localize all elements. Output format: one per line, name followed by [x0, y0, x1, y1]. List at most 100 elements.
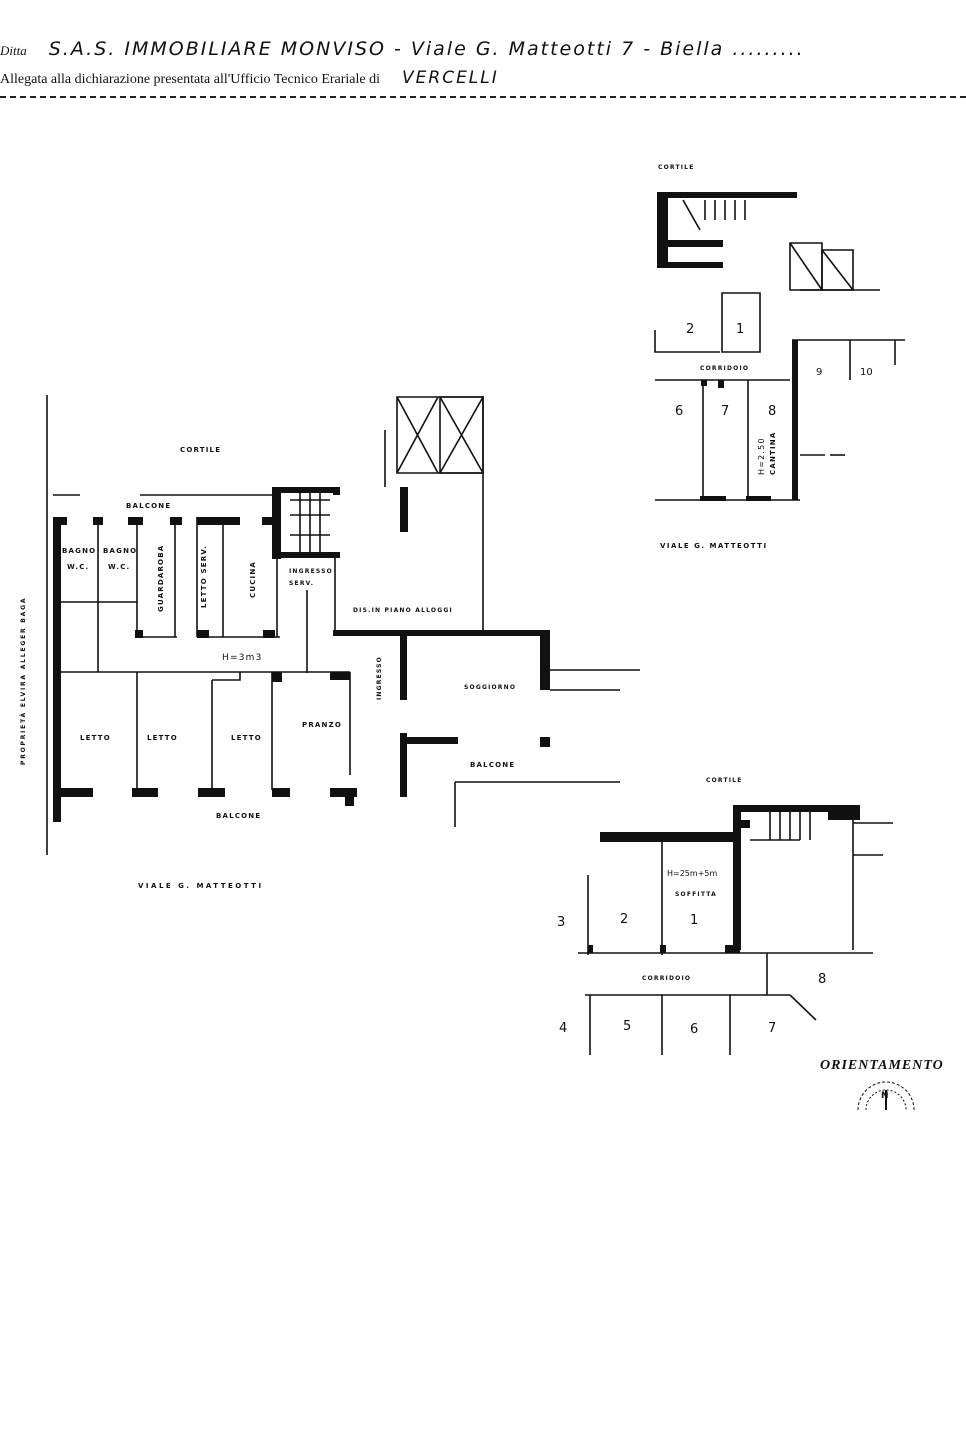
label-dining: PRANZO — [302, 721, 342, 729]
wall — [272, 788, 290, 797]
wall — [657, 192, 797, 198]
attic-room-2-label: 2 — [620, 912, 628, 927]
wall — [198, 788, 225, 797]
wall — [272, 552, 340, 558]
cellar-room-10-label: 10 — [860, 367, 873, 378]
wall — [540, 737, 550, 747]
attic-room-5-label: 5 — [623, 1019, 631, 1034]
label-service-bedroom: LETTO SERV. — [200, 545, 208, 608]
wall — [400, 630, 407, 700]
wall — [733, 805, 853, 812]
wall — [53, 517, 61, 822]
label-bath2-wc: W.C. — [108, 563, 130, 571]
compass-north: N — [881, 1091, 889, 1101]
label-bed3: LETTO — [231, 734, 262, 742]
label-living: SOGGIORNO — [464, 684, 516, 691]
plan-line — [439, 396, 484, 474]
wall — [333, 487, 340, 495]
owner-prefix: Ditta — [0, 43, 27, 58]
attic-room-8-label: 8 — [818, 972, 826, 987]
wall — [792, 340, 798, 500]
walls — [53, 192, 860, 953]
wall — [828, 805, 860, 820]
attic-corridor: CORRIDOIO — [642, 975, 691, 982]
compass-icon: N — [857, 1081, 915, 1111]
wall — [700, 496, 726, 501]
label-bed1: LETTO — [80, 734, 111, 742]
plan-line — [682, 199, 746, 231]
wall — [400, 487, 408, 532]
attic-room-4-label: 4 — [559, 1021, 567, 1036]
attic-room-3-label: 3 — [557, 915, 565, 930]
attic-room-1-label: 1 — [690, 913, 698, 928]
declaration-line: Allegata alla dichiarazione presentata a… — [0, 68, 499, 88]
plan-line — [750, 812, 811, 841]
cellar-room-8-label: 8 — [768, 404, 776, 419]
plan-line — [136, 602, 177, 638]
label-street: VIALE G. MATTEOTTI — [138, 882, 264, 890]
wall — [330, 788, 357, 797]
label-bath1: BAGNO — [62, 547, 96, 555]
wall — [746, 496, 771, 501]
attic-room-7-label: 7 — [768, 1021, 776, 1036]
wall — [170, 517, 182, 525]
cellar-courtyard: CORTILE — [658, 164, 695, 171]
header-divider — [0, 96, 966, 98]
cellar-height: H=2.50 — [757, 437, 766, 475]
label-entrance: INGRESSO — [376, 656, 383, 700]
label-bath2: BAGNO — [103, 547, 137, 555]
label-landing: DIS.IN PIANO ALLOGGI — [353, 607, 453, 614]
cellar-room-2-label: 1 — [736, 322, 744, 337]
cellar-label: CANTINA — [769, 432, 777, 475]
label-service-entrance-sub: SERV. — [289, 580, 314, 587]
wall — [272, 672, 282, 682]
owner-line: Ditta S.A.S. IMMOBILIARE MONVISO - Viale … — [0, 38, 805, 60]
wall — [540, 630, 550, 690]
attic-height: H=25m+5m — [667, 869, 717, 878]
wall — [657, 192, 668, 268]
plan-line — [396, 396, 439, 474]
plan-line — [212, 672, 241, 681]
wall — [588, 945, 593, 953]
attic-courtyard: CORTILE — [706, 777, 743, 784]
declaration-text: Allegata alla dichiarazione presentata a… — [0, 72, 381, 87]
cellar-room-7-label: 7 — [721, 404, 729, 419]
label-bed2: LETTO — [147, 734, 178, 742]
office-city: VERCELLI — [402, 68, 499, 88]
plan-line — [789, 242, 823, 291]
wall — [725, 945, 740, 953]
attic-room-6-label: 6 — [690, 1022, 698, 1037]
wall — [53, 517, 67, 525]
wall — [718, 380, 724, 388]
label-neighbor: PROPRIETÀ ELVIRA ALLEGER BAGA — [20, 597, 27, 765]
wall — [197, 517, 240, 525]
cellar-room-6-label: 6 — [675, 404, 683, 419]
cellar-room-9-label: 9 — [816, 367, 822, 378]
label-balcony-right: BALCONE — [470, 761, 515, 769]
wall — [668, 240, 723, 247]
owner-name: S.A.S. IMMOBILIARE MONVISO - Viale G. Ma… — [48, 38, 805, 60]
plan-line — [299, 493, 321, 552]
wall — [345, 788, 354, 806]
wall — [660, 945, 666, 953]
attic-label: SOFFITTA — [675, 891, 717, 898]
label-service-entrance: INGRESSO — [289, 568, 333, 575]
wall — [128, 517, 143, 525]
label-kitchen: CUCINA — [249, 561, 257, 598]
wall — [262, 517, 277, 525]
label-wardrobe: GUARDAROBA — [157, 545, 165, 612]
wall — [197, 630, 209, 638]
wall — [701, 380, 707, 386]
plan-line — [789, 994, 817, 1021]
plan-line — [654, 330, 720, 353]
wall — [400, 737, 458, 744]
plan-line — [721, 292, 761, 353]
label-courtyard: CORTILE — [180, 446, 221, 454]
label-height: H=3m3 — [222, 653, 263, 663]
label-bath1-wc: W.C. — [67, 563, 89, 571]
wall — [132, 788, 158, 797]
label-balcony-top: BALCONE — [126, 502, 171, 510]
wall — [657, 262, 723, 268]
wall — [740, 820, 750, 828]
